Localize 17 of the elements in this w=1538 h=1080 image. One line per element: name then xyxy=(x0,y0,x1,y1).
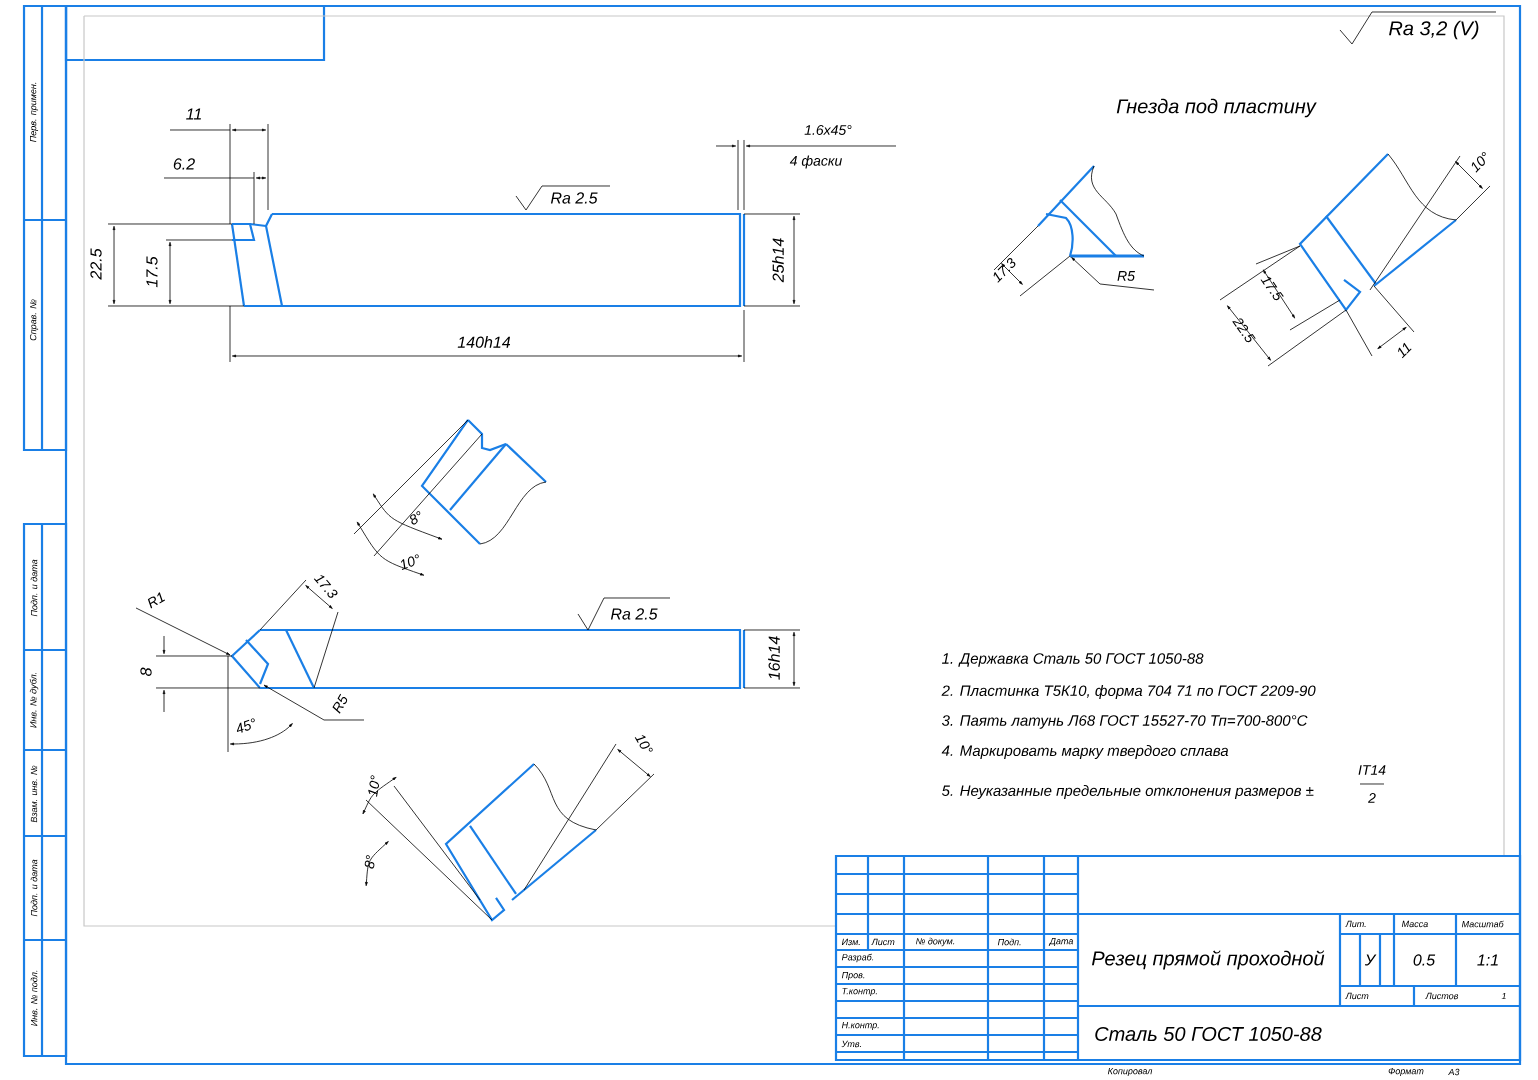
dimension-text: 16h14 xyxy=(768,636,780,680)
part-name: Резец прямой проходной xyxy=(1091,950,1325,970)
dimension-text: 140h14 xyxy=(457,336,511,348)
view-title: Гнезда под пластину xyxy=(1116,98,1317,118)
roughness-text: Ra 3,2 (V) xyxy=(1389,20,1479,40)
dimension-text: 25h14 xyxy=(772,238,784,283)
table-value: 1:1 xyxy=(1477,954,1498,966)
table-value: У xyxy=(1364,954,1377,966)
table-value: 0.5 xyxy=(1413,954,1436,966)
dimension-text: 22.5 xyxy=(90,248,102,280)
dimension-text: 6.2 xyxy=(173,158,195,170)
roughness-text: Ra 2.5 xyxy=(550,192,598,204)
dimension-text: 11 xyxy=(186,108,201,120)
material-text: Сталь 50 ГОСТ 1050-88 xyxy=(1095,1026,1322,1042)
dimension-text: 17.5 xyxy=(146,256,158,288)
dimension-text: 8 xyxy=(140,667,152,677)
roughness-text: Ra 2.5 xyxy=(610,608,658,620)
